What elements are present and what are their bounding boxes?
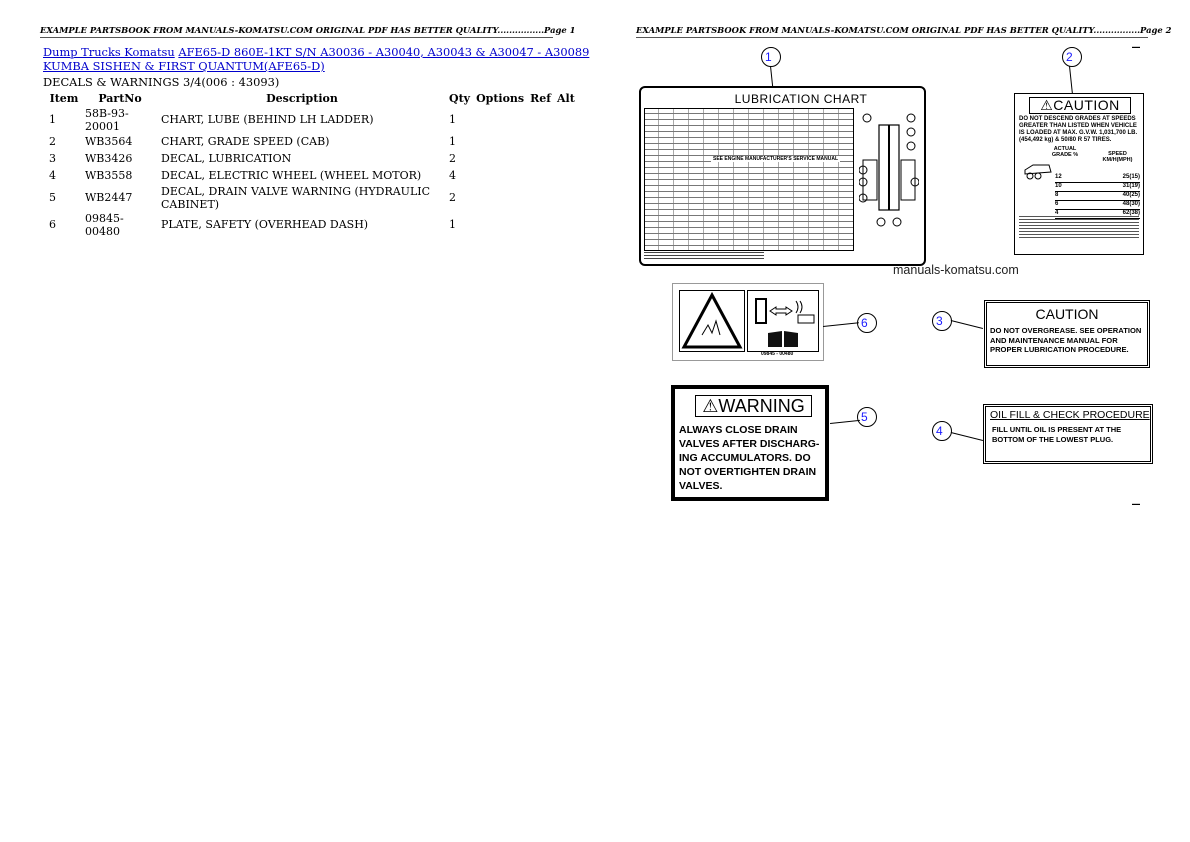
hazard-triangle-icon — [681, 291, 743, 349]
warning-text: ALWAYS CLOSE DRAIN VALVES AFTER DISCHARG… — [679, 424, 820, 492]
cell-partno: 58B-93-20001 — [85, 107, 129, 133]
cell-item: 3 — [49, 152, 56, 166]
callout-4[interactable]: 4 — [932, 421, 952, 441]
callout-1[interactable]: 1 — [761, 47, 781, 67]
col-description: Description — [266, 91, 338, 105]
lube-chart-note: SEE ENGINE MANUFACTURER'S SERVICE MANUAL — [711, 156, 840, 162]
col-item: Item — [49, 91, 79, 105]
speed-col-label: SPEED KM/H(MPH) — [1102, 151, 1133, 163]
leader-line — [950, 432, 984, 441]
warning-title: ⚠WARNING — [695, 395, 812, 417]
grade-col-label: ACTUAL GRADE % — [1051, 146, 1079, 158]
col-options: Options — [476, 91, 525, 105]
watermark: manuals-komatsu.com — [893, 263, 1019, 277]
plate-number: 09845 - 00480 — [761, 351, 794, 357]
col-partno: PartNo — [98, 91, 142, 105]
axle-diagram-icon — [859, 113, 919, 227]
cell-description: DECAL, ELECTRIC WHEEL (WHEEL MOTOR) — [161, 169, 422, 183]
cell-partno: WB3564 — [85, 135, 133, 149]
lubrication-chart-drawing: LUBRICATION CHART SEE ENGINE MANUFACTURE… — [639, 86, 926, 266]
table-row: 4 WB3558 DECAL, ELECTRIC WHEEL (WHEEL MO… — [43, 168, 578, 185]
cell-partno: 09845-00480 — [85, 212, 124, 238]
cell-item: 5 — [49, 191, 56, 205]
drawing-ref-tag: ▬▬ — [1132, 44, 1140, 49]
oil-text: FILL UNTIL OIL IS PRESENT AT THE BOTTOM … — [992, 425, 1122, 444]
cell-description: CHART, LUBE (BEHIND LH LADDER) — [161, 113, 374, 127]
parts-table: Item PartNo Description Qty Options Ref … — [43, 89, 578, 239]
cell-qty: 2 — [449, 191, 456, 205]
table-row: 3 WB3426 DECAL, LUBRICATION 2 — [43, 151, 578, 168]
cell-partno: WB2447 — [85, 191, 133, 205]
table-row: 1 58B-93-20001 CHART, LUBE (BEHIND LH LA… — [43, 107, 578, 134]
grade-speed-chart-drawing: ⚠CAUTION DO NOT DESCEND GRADES AT SPEEDS… — [1014, 93, 1144, 255]
cell-qty: 4 — [449, 169, 456, 183]
cell-description: DECAL, DRAIN VALVE WARNING (HYDRAULIC CA… — [161, 185, 431, 211]
table-row: 5 WB2447 DECAL, DRAIN VALVE WARNING (HYD… — [43, 185, 578, 212]
breadcrumb-link-model[interactable]: AFE65-D 860E-1KT S/N A30036 - A30040, A3… — [43, 45, 590, 73]
cell-item: 4 — [49, 169, 56, 183]
leader-line — [830, 419, 860, 424]
cell-qty: 2 — [449, 152, 456, 166]
cell-description: CHART, GRADE SPEED (CAB) — [161, 135, 330, 149]
oil-fill-decal: OIL FILL & CHECK PROCEDURE FILL UNTIL OI… — [983, 404, 1153, 464]
callout-3[interactable]: 3 — [932, 311, 952, 331]
page-1-header: EXAMPLE PARTSBOOK FROM MANUALS-KOMATSU.C… — [40, 25, 575, 38]
cell-description: DECAL, LUBRICATION — [161, 152, 292, 166]
table-row: 2 WB3564 CHART, GRADE SPEED (CAB) 1 — [43, 134, 578, 151]
cell-item: 1 — [49, 113, 56, 127]
caution-lubrication-decal: CAUTION DO NOT OVERGREASE. SEE OPERATION… — [984, 300, 1150, 368]
section-title: DECALS & WARNINGS 3/4(006 : 43093) — [43, 75, 280, 89]
caution-title: ⚠CAUTION — [1029, 97, 1131, 114]
cell-partno: WB3426 — [85, 152, 133, 166]
oil-title: OIL FILL & CHECK PROCEDURE — [990, 409, 1150, 421]
callout-5[interactable]: 5 — [857, 407, 877, 427]
cell-qty: 1 — [449, 113, 456, 127]
cell-description: PLATE, SAFETY (OVERHEAD DASH) — [161, 218, 369, 232]
col-qty: Qty — [449, 91, 471, 105]
leader-line — [1069, 66, 1073, 94]
page-2-header: EXAMPLE PARTSBOOK FROM MANUALS-KOMATSU.C… — [636, 25, 1171, 38]
lube-chart-title: LUBRICATION CHART — [734, 92, 868, 106]
cell-item: 2 — [49, 135, 56, 149]
caution-text: DO NOT OVERGREASE. SEE OPERATION AND MAI… — [990, 326, 1142, 354]
drawing-id-tag: ▬▬ — [1132, 501, 1140, 506]
breadcrumb-link-dump-trucks[interactable]: Dump Trucks Komatsu — [43, 45, 175, 59]
lube-chart-grid — [644, 108, 854, 251]
cell-partno: WB3558 — [85, 169, 133, 183]
table-row: 6 09845-00480 PLATE, SAFETY (OVERHEAD DA… — [43, 212, 578, 239]
leader-line — [770, 66, 774, 88]
radio-manual-icon — [755, 298, 815, 347]
safety-plate-drawing: 09845 - 00480 — [672, 283, 824, 361]
col-ref: Ref — [530, 91, 551, 105]
table-header-row: Item PartNo Description Qty Options Ref … — [43, 89, 578, 107]
cell-qty: 1 — [449, 218, 456, 232]
callout-2[interactable]: 2 — [1062, 47, 1082, 67]
caution-title: CAUTION — [1035, 306, 1099, 322]
cell-qty: 1 — [449, 135, 456, 149]
leader-line — [950, 320, 984, 329]
grade-chart-text: DO NOT DESCEND GRADES AT SPEEDS GREATER … — [1019, 116, 1138, 143]
drain-valve-warning-decal: ⚠WARNING ALWAYS CLOSE DRAIN VALVES AFTER… — [671, 385, 829, 501]
callout-6[interactable]: 6 — [857, 313, 877, 333]
leader-line — [823, 322, 859, 327]
truck-icon — [1024, 164, 1052, 180]
breadcrumb: Dump Trucks Komatsu AFE65-D 860E-1KT S/N… — [43, 45, 603, 73]
cell-item: 6 — [49, 218, 56, 232]
col-alt: Alt — [557, 91, 575, 105]
